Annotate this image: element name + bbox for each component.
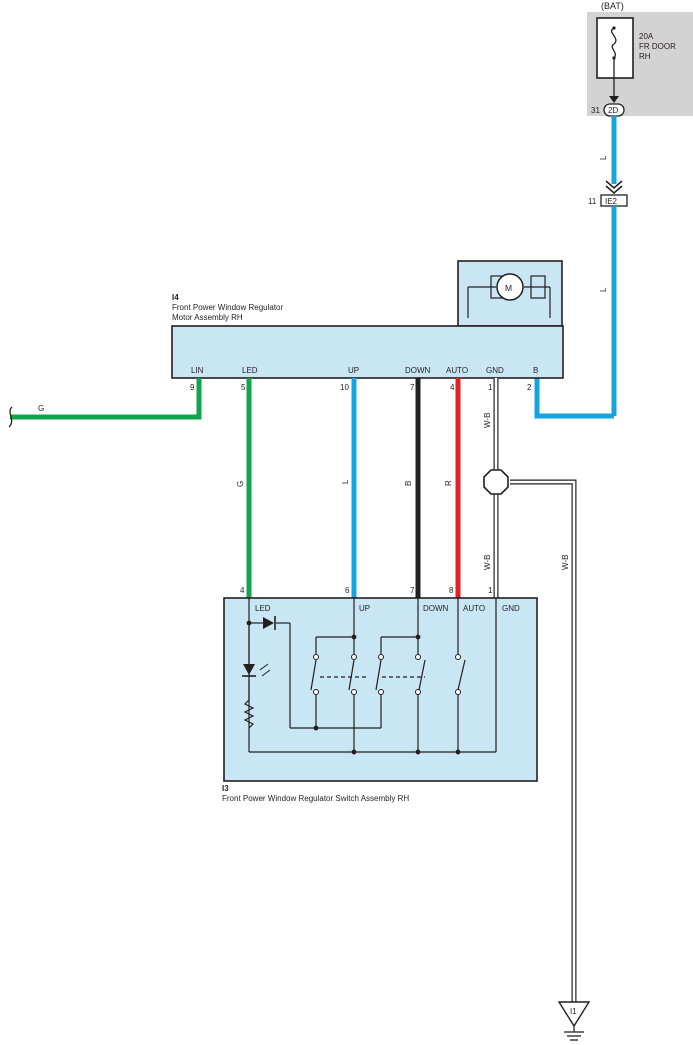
motor-symbol-label: M [505,283,512,293]
switch-terminal-up: UP [359,604,370,613]
wire-lin-g [10,378,202,420]
switch-assembly-name: Front Power Window Regulator Switch Asse… [222,794,409,803]
wire-gnd-wb-upper-label: W-B [483,413,492,428]
switch-pin-gnd: 1 [488,586,493,595]
motor-pin-down: 7 [410,383,415,392]
led-light-ray-1 [259,663,269,671]
motor-terminal-gnd: GND [486,366,504,375]
motor-terminal-led: LED [242,366,258,375]
led-icon [243,664,255,675]
connector-ie2-label: IE2 [605,197,618,206]
switch-pin-up: 6 [345,586,350,595]
motor-icon [496,273,524,301]
switch-terminal-down: DOWN [423,604,449,613]
ground-label: I1 [570,1007,577,1016]
wire-break-icon [8,406,13,428]
motor-pin-auto: 4 [450,383,455,392]
motor-terminal-lin: LIN [191,366,204,375]
ground-connector-icon [557,1001,591,1028]
wire-up-l-label: L [341,479,350,484]
fuse-pin-top [612,26,616,30]
fuse-name: FR DOOR [639,42,676,51]
ie2-arrow-icon [605,180,623,194]
diode-icon [263,617,274,629]
wire-l-bat-upper-label: L [599,155,608,160]
switch-assembly-id: I3 [222,784,229,793]
switch-terminal-auto: AUTO [463,604,485,613]
connector-2d-label: 2D [608,106,618,115]
switch-pin-led: 4 [240,586,245,595]
led-light-ray-2 [261,669,271,677]
motor-assembly-body [171,325,564,379]
resistor-icon [243,699,255,729]
motor-pin-led: 5 [241,383,246,392]
fuse-name-rh: RH [639,52,651,61]
fuse-rating: 20A [639,32,654,41]
junction-dots [246,620,461,755]
motor-assembly-id: I4 [172,293,179,302]
wire-auto-r-label: R [444,480,453,486]
motor-pin-b: 2 [527,383,532,392]
wire-lin-g-label: G [38,404,44,413]
motor-terminal-down: DOWN [405,366,431,375]
wire-l-bat-lower-label: L [599,287,608,292]
wire-ground-branch-inner [510,480,576,1002]
wire-ground-branch-label: W-B [561,555,570,570]
motor-pin-up: 10 [340,383,349,392]
motor-terminal-auto: AUTO [446,366,468,375]
motor-pin-lin: 9 [190,383,195,392]
connector-2d-pin: 31 [591,106,600,115]
switch-terminal-led: LED [255,604,271,613]
fuse-icon [610,27,617,59]
motor-terminal-up: UP [348,366,359,375]
motor-assembly-name-2: Motor Assembly RH [172,313,243,322]
motor-pin-gnd: 1 [488,383,493,392]
motor-assembly-name-1: Front Power Window Regulator [172,303,283,312]
switch-pin-auto: 8 [449,586,454,595]
switch-pin-down: 7 [410,586,415,595]
bat-label: (BAT) [601,1,624,11]
wire-led-g-label: G [236,481,245,487]
switch-terminal-gnd: GND [502,604,520,613]
wire-gnd-wb-lower-label: W-B [483,555,492,570]
connector-ie2-pin: 11 [588,197,597,206]
wire-l-to-b-terminal [534,378,614,419]
wire-down-b-label: B [404,481,413,486]
switch-contacts [313,654,461,695]
fuse-arrow-icon [609,96,619,103]
splice-point-icon [483,469,509,495]
motor-terminal-b: B [533,366,538,375]
